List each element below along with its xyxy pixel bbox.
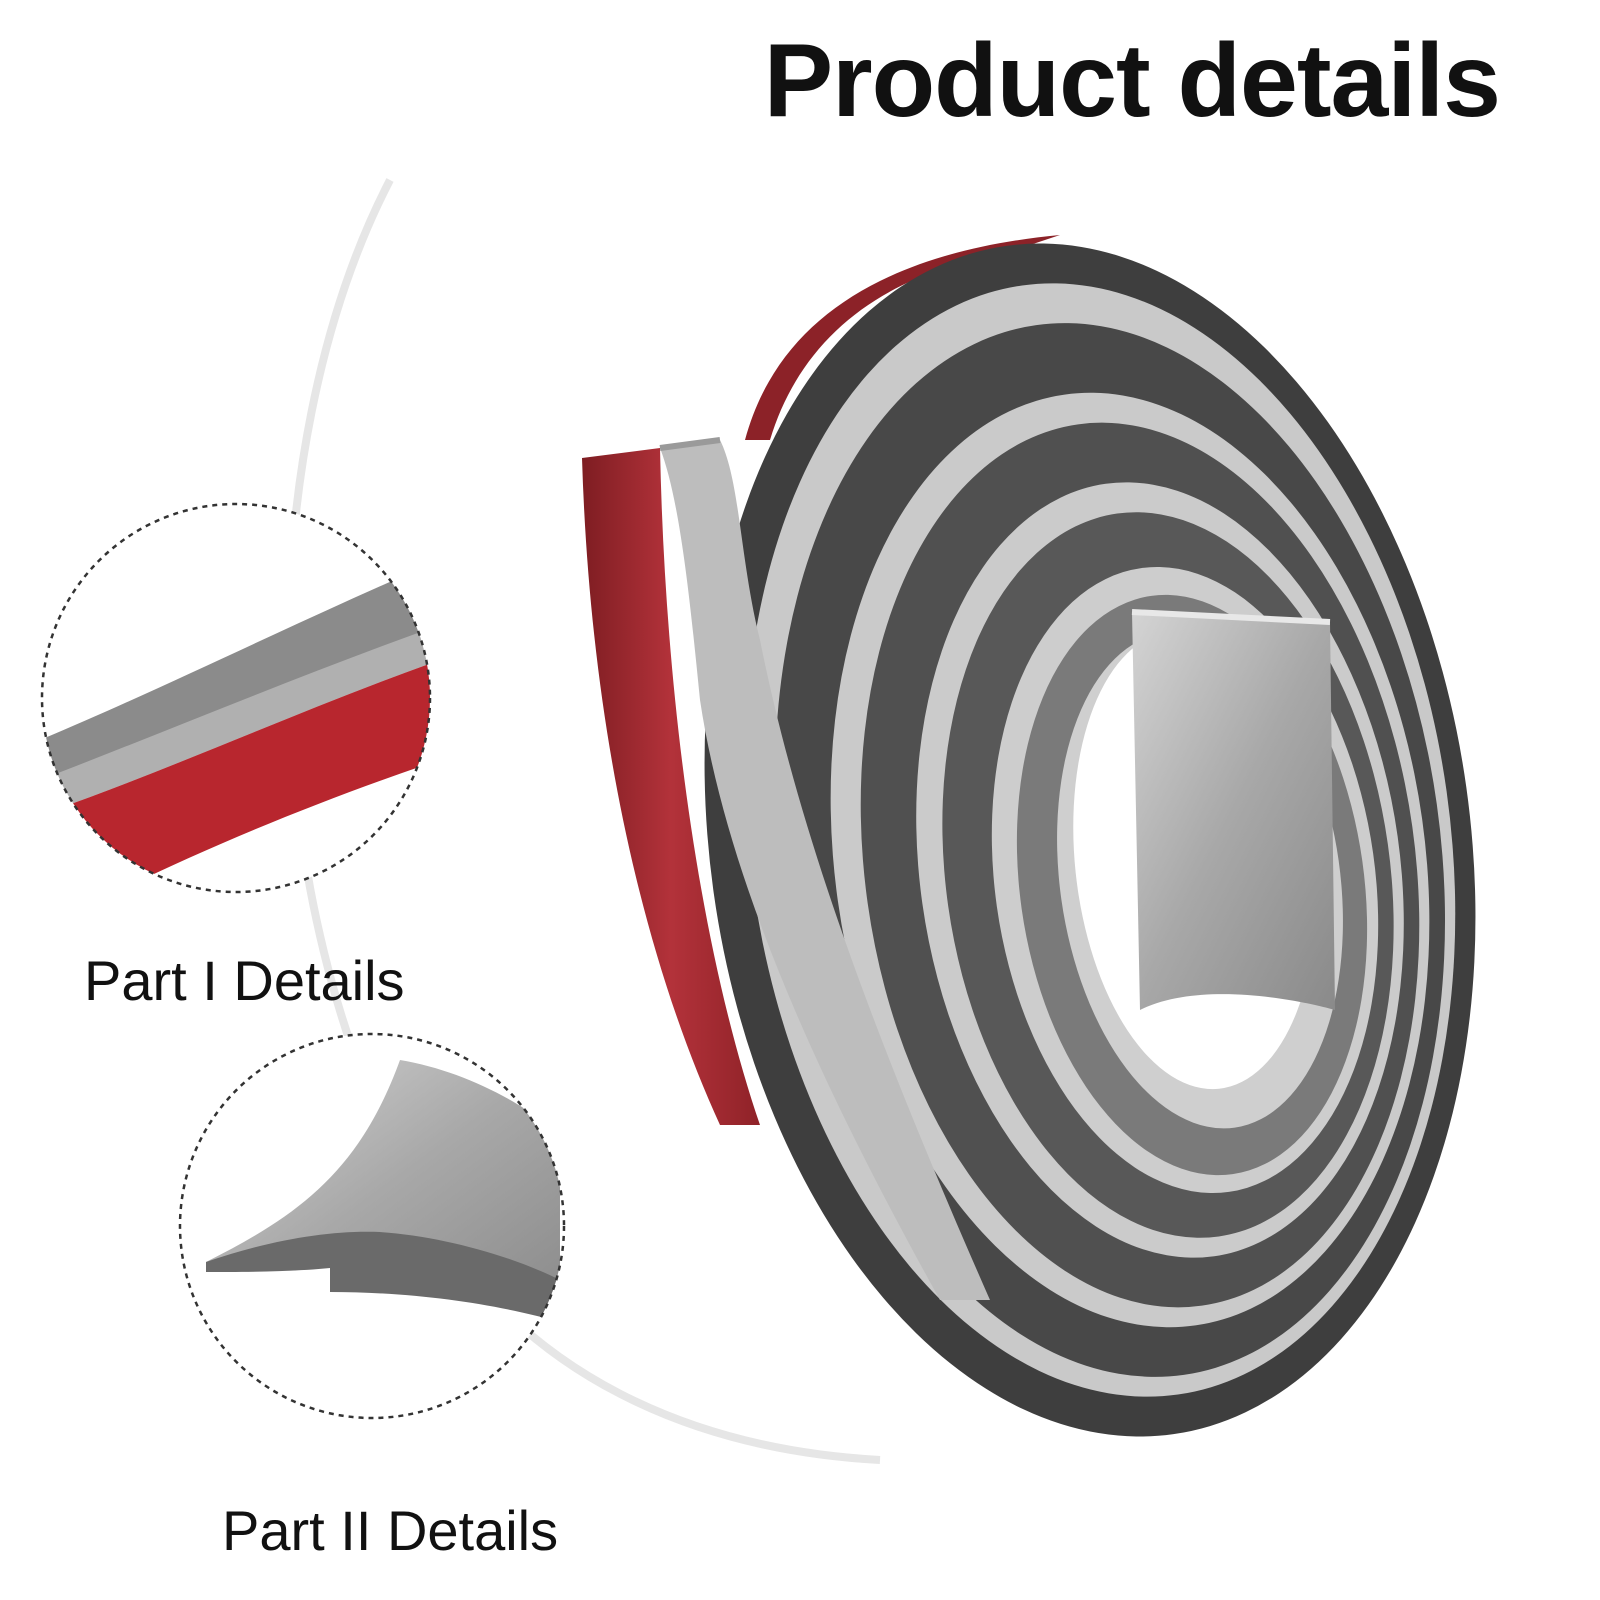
page-title: Product details — [763, 23, 1501, 139]
grey-face-front — [660, 440, 990, 1300]
coiled-strip — [582, 235, 1476, 1437]
inner-strip-end — [1132, 612, 1335, 1010]
detail-circle-part-2 — [178, 1032, 566, 1420]
detail-circle-part-1 — [40, 502, 432, 894]
red-adhesive-back — [745, 235, 1060, 440]
part-1-red-adhesive — [42, 660, 430, 892]
part-2-caption: Part II Details — [222, 1499, 559, 1562]
part-1-grey-strip — [42, 560, 430, 800]
red-adhesive-front — [582, 448, 760, 1125]
part-1-caption: Part I Details — [84, 949, 405, 1012]
